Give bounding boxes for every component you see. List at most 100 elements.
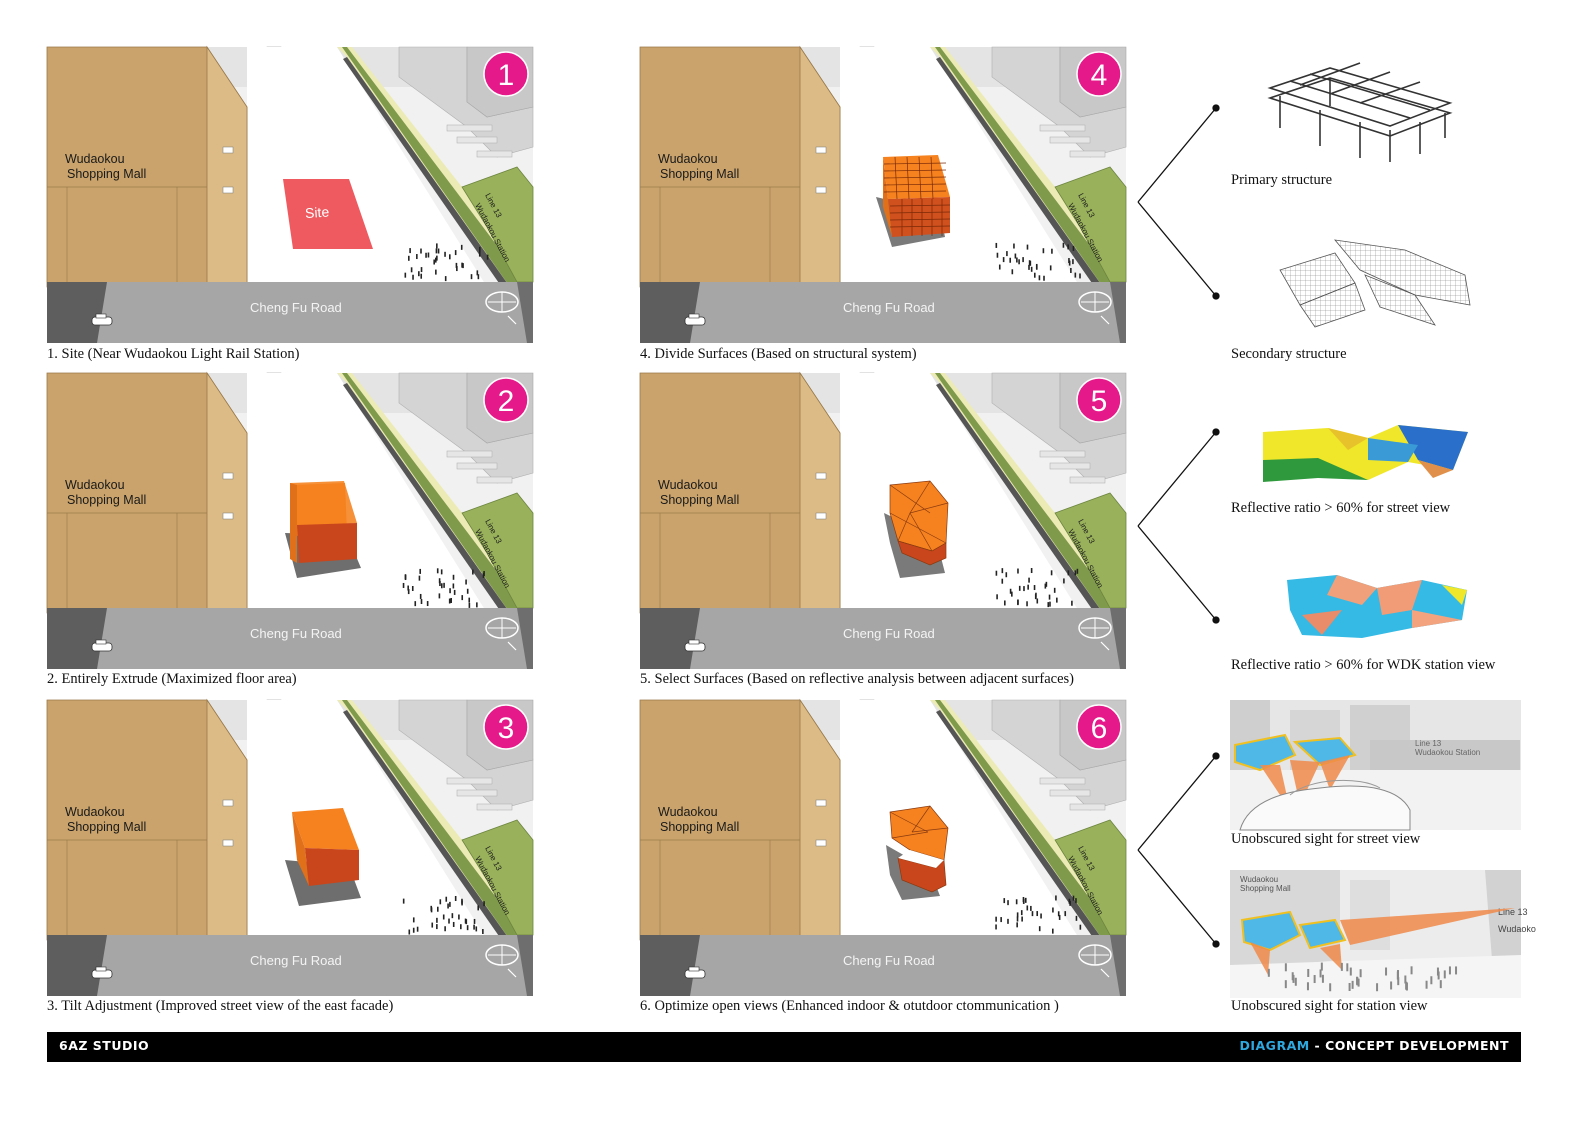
pedestrian	[436, 568, 439, 574]
pedestrian	[1292, 974, 1295, 983]
sheet-title-text: - CONCEPT DEVELOPMENT	[1309, 1038, 1509, 1053]
road-label: Cheng Fu Road	[250, 300, 342, 315]
pedestrian	[1430, 976, 1433, 985]
pedestrian	[1030, 568, 1033, 574]
pedestrian	[483, 901, 485, 907]
pedestrian	[996, 594, 998, 600]
pedestrian	[1000, 917, 1002, 923]
pedestrian	[437, 248, 440, 254]
pedestrian	[1051, 248, 1053, 254]
pedestrian	[472, 569, 474, 575]
studio-name: 6AZ STUDIO	[59, 1038, 150, 1053]
mall-label-line2: Shopping Mall	[660, 493, 739, 507]
pedestrian	[1396, 970, 1399, 979]
pedestrian	[1006, 251, 1008, 257]
pedestrian	[996, 252, 999, 258]
pedestrian	[1072, 259, 1074, 265]
pedestrian	[1002, 257, 1005, 263]
pedestrian	[470, 274, 473, 280]
step-number-badge: 3	[483, 704, 529, 750]
pedestrian	[1346, 963, 1349, 972]
pedestrian	[1068, 898, 1071, 904]
pedestrian	[407, 589, 410, 595]
pedestrian	[402, 898, 405, 904]
pedestrian	[438, 578, 441, 584]
reflective-street-caption: Reflective ratio > 60% for street view	[1231, 500, 1451, 516]
pedestrian	[448, 598, 451, 604]
pedestrian	[454, 250, 457, 256]
pedestrian	[995, 242, 998, 248]
pedestrian	[1038, 275, 1041, 281]
pedestrian	[1356, 977, 1359, 986]
pedestrian	[1024, 897, 1027, 903]
pedestrian	[430, 905, 433, 911]
pedestrian	[1321, 974, 1324, 983]
pedestrian	[449, 254, 451, 260]
pedestrian	[452, 921, 455, 927]
pedestrian	[1410, 966, 1413, 975]
pedestrian	[425, 252, 427, 258]
step-number: 3	[498, 712, 515, 745]
pedestrian	[461, 262, 463, 268]
pedestrian	[1001, 568, 1004, 574]
pedestrian	[411, 586, 414, 592]
mass-side	[297, 523, 357, 563]
pedestrian	[1031, 911, 1034, 917]
pedestrian	[1425, 980, 1428, 989]
pedestrian	[460, 244, 463, 250]
pedestrian	[412, 927, 415, 933]
pedestrian	[408, 929, 411, 935]
pedestrian	[454, 895, 457, 901]
pedestrian	[1017, 568, 1019, 574]
pedestrian	[1397, 977, 1400, 986]
sight-street-image: Line 13 Wudaokou Station	[1230, 700, 1521, 831]
pedestrian	[460, 924, 462, 930]
pedestrian	[477, 905, 480, 911]
massing-tilt	[285, 808, 361, 906]
pedestrian	[995, 924, 997, 930]
pedestrian	[1359, 969, 1362, 978]
pedestrian	[440, 583, 443, 589]
pedestrian	[1063, 578, 1065, 584]
mall-label-line1: Wudaokou	[65, 805, 125, 819]
pedestrian	[1319, 969, 1322, 978]
road-label: Cheng Fu Road	[843, 626, 935, 641]
sight-station-image: Wudaokou Shopping Mall Line 13 Wudaoko	[1230, 870, 1536, 998]
pedestrian	[477, 274, 480, 280]
pedestrian	[1049, 601, 1051, 607]
pedestrian	[1029, 260, 1032, 266]
pedestrian	[1340, 962, 1343, 971]
pedestrian	[444, 926, 446, 932]
station-img-label-1: Wudaokou	[1240, 875, 1278, 884]
pedestrian	[482, 572, 485, 578]
panel-5-caption: 5. Select Surfaces (Based on reflective …	[640, 671, 1075, 687]
opening-gap	[898, 850, 944, 868]
pedestrian	[1003, 898, 1006, 904]
pedestrian	[1035, 592, 1037, 598]
pedestrian	[409, 248, 411, 254]
pedestrian	[1014, 253, 1017, 259]
pedestrian	[449, 588, 451, 594]
mass-edge	[290, 483, 297, 563]
pedestrian	[436, 243, 438, 249]
pedestrian	[426, 601, 429, 607]
pedestrian	[1044, 583, 1047, 589]
pedestrian	[1267, 968, 1270, 977]
pedestrian	[452, 583, 455, 589]
pedestrian	[1349, 967, 1352, 976]
pedestrian	[1038, 926, 1041, 932]
mall-label-line2: Shopping Mall	[660, 167, 739, 181]
road-label: Cheng Fu Road	[250, 626, 342, 641]
massing-box	[285, 481, 361, 578]
pedestrian	[1016, 912, 1019, 918]
pedestrian	[427, 252, 430, 258]
step-number-badge: 1	[483, 51, 529, 97]
reflective-station-caption: Reflective ratio > 60% for WDK station v…	[1231, 657, 1496, 673]
mass-top	[883, 155, 950, 199]
step-number-badge: 2	[483, 377, 529, 423]
pedestrian	[1053, 587, 1056, 593]
